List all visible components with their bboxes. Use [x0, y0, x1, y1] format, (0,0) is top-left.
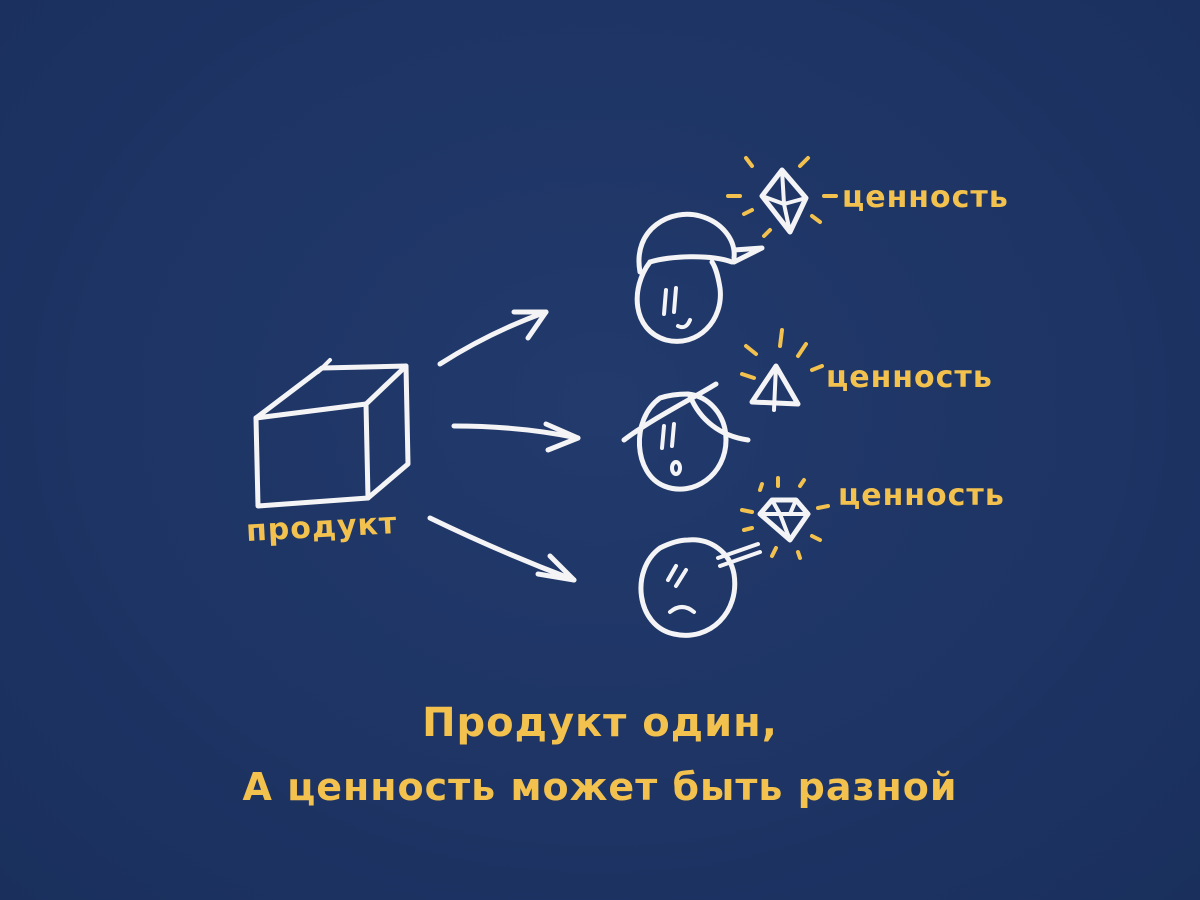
arrow-to-person-2 [451, 421, 581, 453]
gem-sparkle-3 [740, 476, 830, 560]
person-with-cap-icon [634, 211, 765, 344]
gem-pyramid-icon [749, 363, 801, 412]
caption-line-2: А ценность может быть разной [242, 765, 958, 809]
value-label-1: ценность [842, 180, 1009, 215]
caption-line-1: Продукт один, [422, 700, 778, 746]
arrow-to-person-1 [437, 309, 549, 367]
value-label-2: ценность [826, 360, 993, 395]
person-sad-icon [638, 537, 762, 638]
arrow-to-person-3 [427, 515, 577, 583]
product-cube-icon [253, 358, 411, 509]
gem-diamond-icon [757, 497, 811, 543]
gem-sparkle-1 [726, 156, 838, 238]
value-label-3: ценность [838, 478, 1005, 513]
gem-octahedron-icon [759, 167, 809, 235]
gem-sparkle-2 [740, 328, 824, 380]
person-surprised-icon [621, 381, 751, 492]
